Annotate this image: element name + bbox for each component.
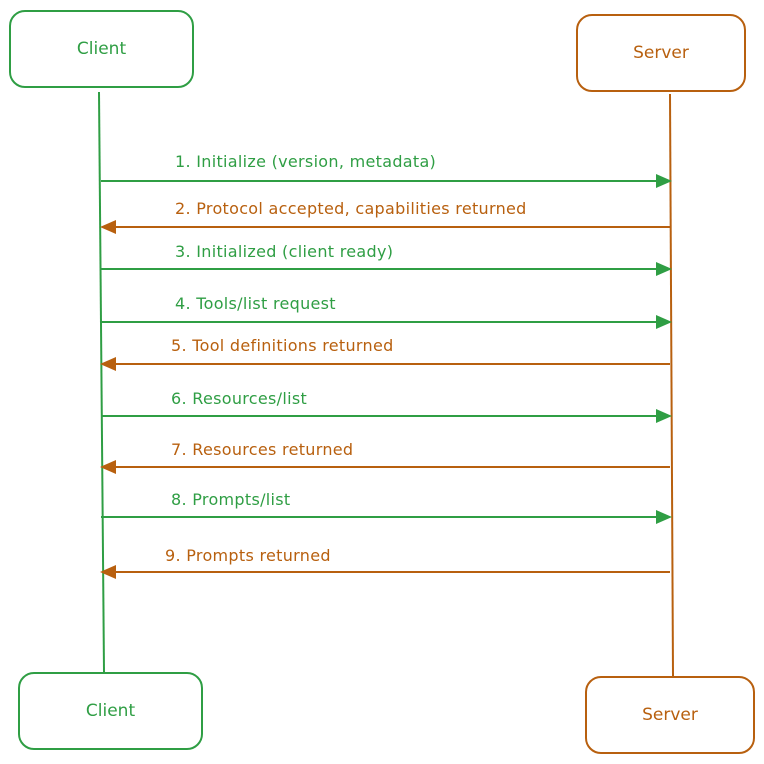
message-label: 5. Tool definitions returned (171, 336, 394, 355)
message-label: 1. Initialize (version, metadata) (175, 152, 437, 171)
message-label: 2. Protocol accepted, capabilities retur… (175, 199, 527, 218)
arrowhead-icon (656, 315, 672, 329)
server-label: Server (642, 705, 698, 725)
client-lifeline (98, 91, 105, 673)
arrowhead-icon (100, 460, 116, 474)
message-label: 6. Resources/list (171, 389, 308, 408)
arrowhead-icon (656, 174, 672, 188)
message-label: 9. Prompts returned (165, 546, 331, 565)
arrowhead-icon (100, 220, 116, 234)
arrowhead-icon (656, 510, 672, 524)
message-label: 3. Initialized (client ready) (175, 242, 394, 261)
arrowhead-icon (100, 357, 116, 371)
client-box-top: Client (9, 10, 194, 88)
client-label: Client (85, 701, 136, 721)
server-box-bottom: Server (585, 676, 755, 754)
arrowhead-icon (100, 565, 116, 579)
server-label: Server (633, 43, 689, 63)
server-box-top: Server (576, 14, 746, 92)
message-label: 7. Resources returned (171, 440, 354, 459)
message-label: 8. Prompts/list (171, 490, 291, 509)
arrowhead-icon (656, 409, 672, 423)
client-label: Client (76, 39, 127, 59)
arrowhead-icon (656, 262, 672, 276)
message-label: 4. Tools/list request (175, 294, 336, 313)
client-box-bottom: Client (18, 672, 203, 750)
server-lifeline (669, 93, 674, 677)
